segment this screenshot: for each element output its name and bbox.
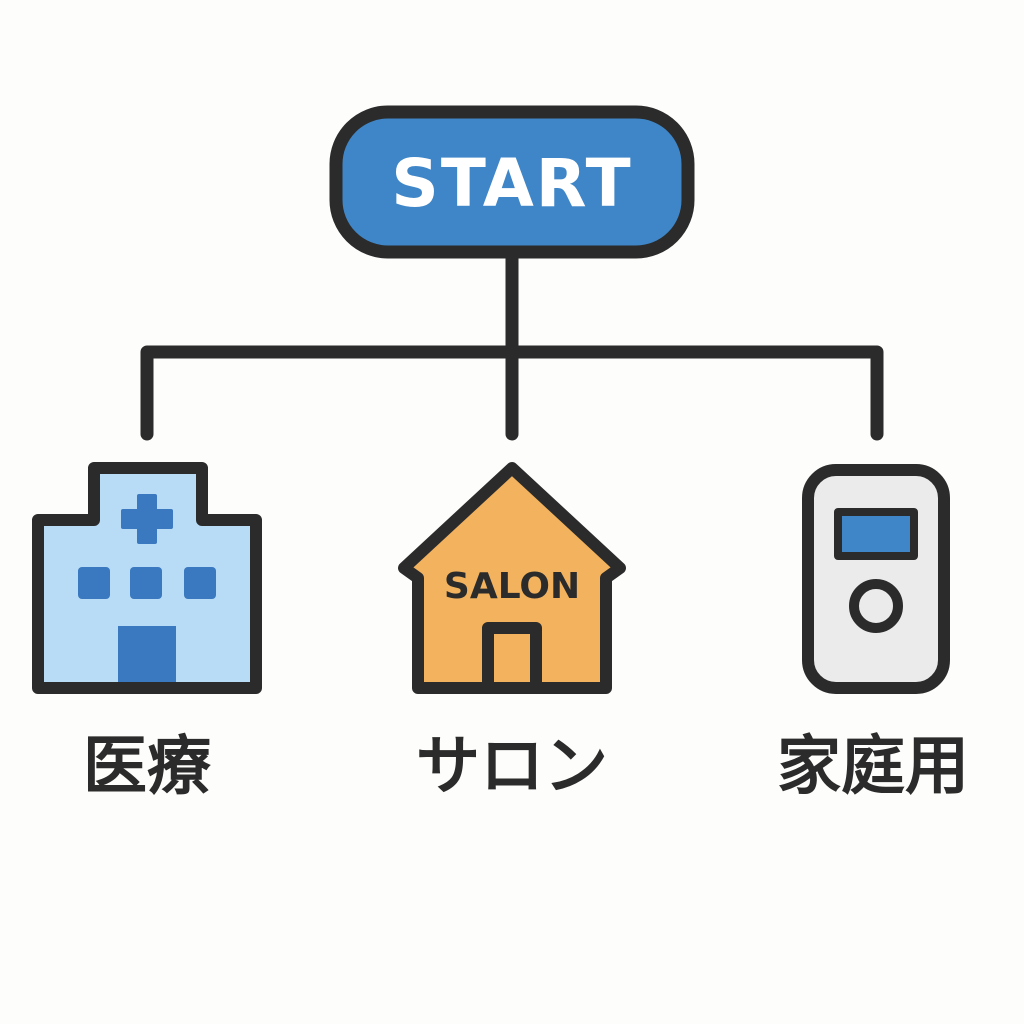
hospital-window-3 xyxy=(184,567,216,599)
hospital-door xyxy=(118,626,176,682)
device-button-icon xyxy=(849,579,903,633)
start-node: START xyxy=(329,105,695,259)
caption-salon: サロン xyxy=(416,730,608,804)
device-screen xyxy=(834,508,918,560)
start-node-box xyxy=(329,105,695,259)
hospital-window-2 xyxy=(130,567,162,599)
start-node-label: START xyxy=(391,145,632,222)
hospital-icon xyxy=(32,462,262,694)
caption-medical: 医療 xyxy=(83,730,211,804)
connectors xyxy=(140,245,884,441)
salon-door xyxy=(482,622,542,694)
hospital-cross-horizontal xyxy=(121,509,173,529)
caption-home: 家庭用 xyxy=(777,730,969,804)
home-device-icon xyxy=(802,464,950,694)
hospital-window-1 xyxy=(78,567,110,599)
salon-house-icon: SALON xyxy=(398,462,626,694)
salon-sign: SALON xyxy=(444,566,580,607)
connector-horizontal xyxy=(140,345,884,441)
